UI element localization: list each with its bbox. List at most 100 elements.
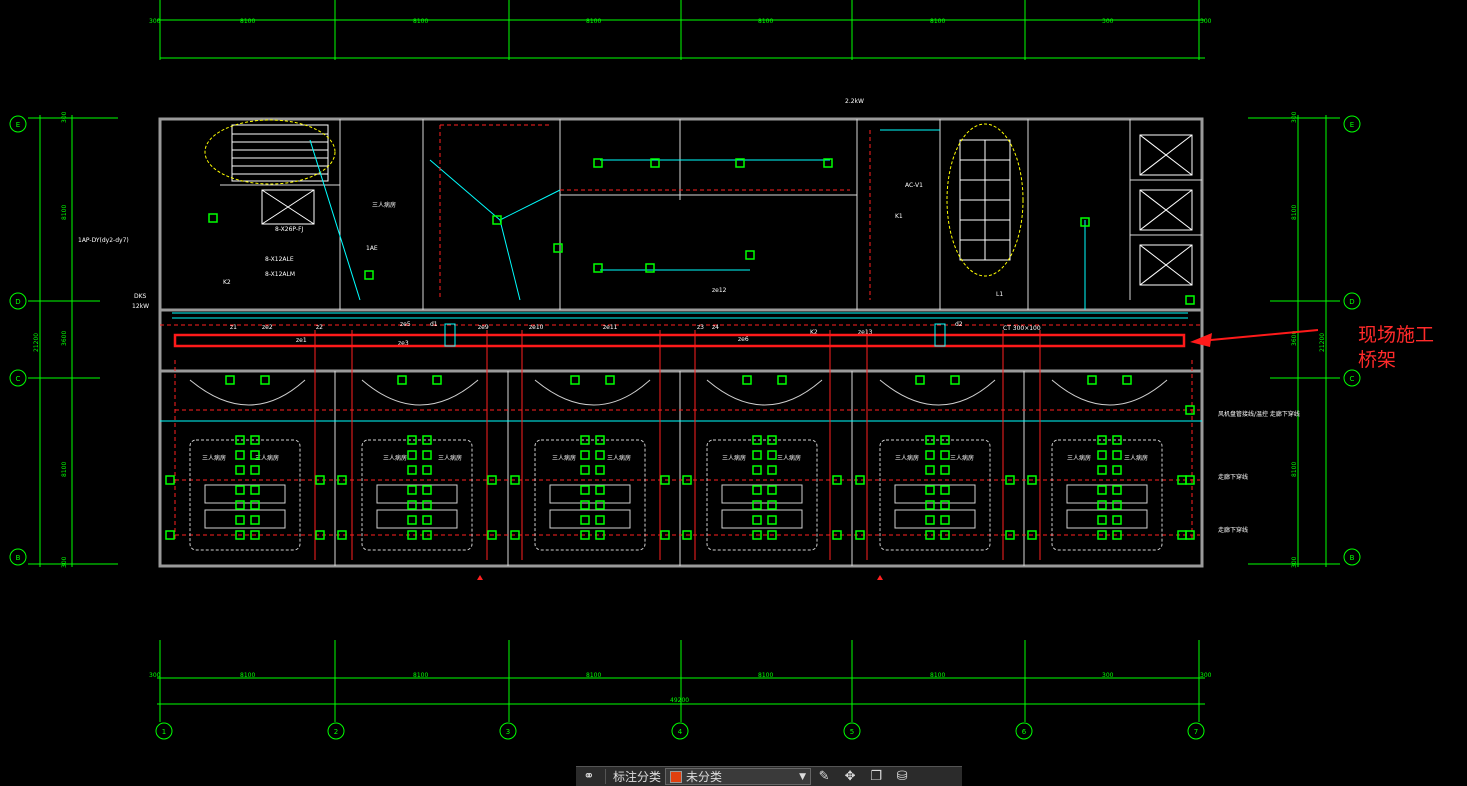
wire-labels: z1 z2 z3 z4 ze1 ze2 ze3 ze5 ze6 ze9 ze10… [230,287,963,347]
fixture-symbol [510,530,520,540]
fixture-symbol [940,450,950,460]
fixture-symbol [682,530,692,540]
fixture-symbol [823,158,833,168]
fixture-symbol [570,375,580,385]
wire-label-d2: d2 [955,321,963,328]
category-select[interactable]: 未分类 ▼ [665,768,812,785]
fixture-symbol [364,270,374,280]
category-swatch [670,770,683,783]
ward-label-1b: 三人病房 [255,454,279,462]
fixture-symbol [165,475,175,485]
wire-label-z2: z2 [316,324,323,331]
fixture-symbol [1005,530,1015,540]
fixture-symbol [767,515,777,525]
fixture-symbol [397,375,407,385]
top-dim-5: 8100 [930,18,945,25]
label-tray-note: CT 300×100 [1003,325,1041,332]
fixture-symbol [1097,530,1107,540]
fixture-symbol [767,485,777,495]
fixture-symbol [235,450,245,460]
fixture-symbol [250,500,260,510]
fixture-symbol [595,450,605,460]
fixture-symbol [1097,485,1107,495]
fixture-symbol [1097,500,1107,510]
fixture-symbol [407,435,417,445]
top-dim-0: 300 [149,18,161,25]
column-axis-labels: 1 2 3 4 5 6 7 [162,728,1198,736]
fixture-symbol [580,485,590,495]
fixture-symbol [660,530,670,540]
fixture-symbol [422,530,432,540]
fixture-symbol [752,465,762,475]
wire-label-ze13: ze13 [858,329,873,336]
link-icon[interactable]: ⚭ [583,769,595,784]
fixture-symbol [580,515,590,525]
fixture-symbol [407,465,417,475]
fixture-symbol [235,465,245,475]
copy-icon[interactable]: ❐ [870,769,882,784]
fixture-symbol [422,485,432,495]
wire-label-ze1: ze1 [296,337,307,344]
move-icon[interactable]: ✥ [844,769,856,784]
fixture-symbol [925,465,935,475]
fixture-symbol [1097,450,1107,460]
axis-col-7: 7 [1194,728,1198,736]
fixture-symbol [925,500,935,510]
label-panel-3: 8-X12ALM [265,271,295,278]
building-walls [158,117,1204,568]
fixture-symbol [925,435,935,445]
plan-text-labels: 2.2kW 8-X26P-FJ 8-X12ALE 8-X12ALM 1AP-DY… [78,98,1300,534]
fixture-symbol [832,530,842,540]
right-dim-2: 3600 [1291,331,1298,346]
fixture-symbol [940,435,950,445]
fixture-symbol [1112,465,1122,475]
fixture-symbol [235,485,245,495]
fixture-symbol [553,243,563,253]
right-dim-4: 300 [1291,556,1298,568]
top-dim-1: 8100 [240,18,255,25]
fixture-symbol [1112,435,1122,445]
bottom-dim-4: 8100 [758,672,773,679]
fixture-symbol [580,435,590,445]
label-k2: K2 [223,279,231,286]
toolbar-divider [605,769,606,784]
category-select-value: 未分类 [686,770,723,784]
tray-risers [444,323,946,347]
fixture-symbol [250,485,260,495]
fixture-symbol [1122,375,1132,385]
chevron-down-icon: ▼ [799,771,807,782]
fixture-symbol [1112,485,1122,495]
ward-label-5a: 三人病房 [895,454,919,462]
fixture-symbol [950,375,960,385]
fixture-symbol [250,450,260,460]
stair-left-outline [204,119,336,185]
row-axis-bubbles [9,115,1361,566]
column-axis-bubbles [155,722,1205,740]
fixture-symbol [940,465,950,475]
layers-icon[interactable]: ⛁ [896,769,908,784]
axis-col-1: 1 [162,728,166,736]
fixture-symbol [1097,465,1107,475]
edit-icon[interactable]: ✎ [818,769,830,784]
fixture-symbol [315,475,325,485]
label-right-note-1: 风机盘管接线/温控 走廊下穿线 [1218,410,1300,418]
fixture-symbol [752,450,762,460]
row-axis-labels: E D C B E D C B [15,121,1354,562]
fixture-symbol [1087,375,1097,385]
fixture-symbol [337,475,347,485]
fixture-symbol [1027,475,1037,485]
wire-label-ze9: ze9 [478,324,489,331]
annotation-toolbar: ⚭ 标注分类 未分类 ▼ ✎ ✥ ❐ ⛁ [576,766,962,786]
highlighted-cable-tray[interactable] [173,333,1186,348]
fixture-symbol [1027,530,1037,540]
room-label-top: 三人病房 [372,201,396,209]
red-branch-circuits [314,330,1041,560]
callout-arrow [1190,329,1319,347]
right-total-dim: 21200 [1319,333,1326,352]
bottom-markers [477,575,883,580]
fixture-symbol [767,500,777,510]
label-panel-2: 8-X12ALE [265,256,294,263]
fixture-symbol [752,515,762,525]
top-dim-2: 8100 [413,18,428,25]
